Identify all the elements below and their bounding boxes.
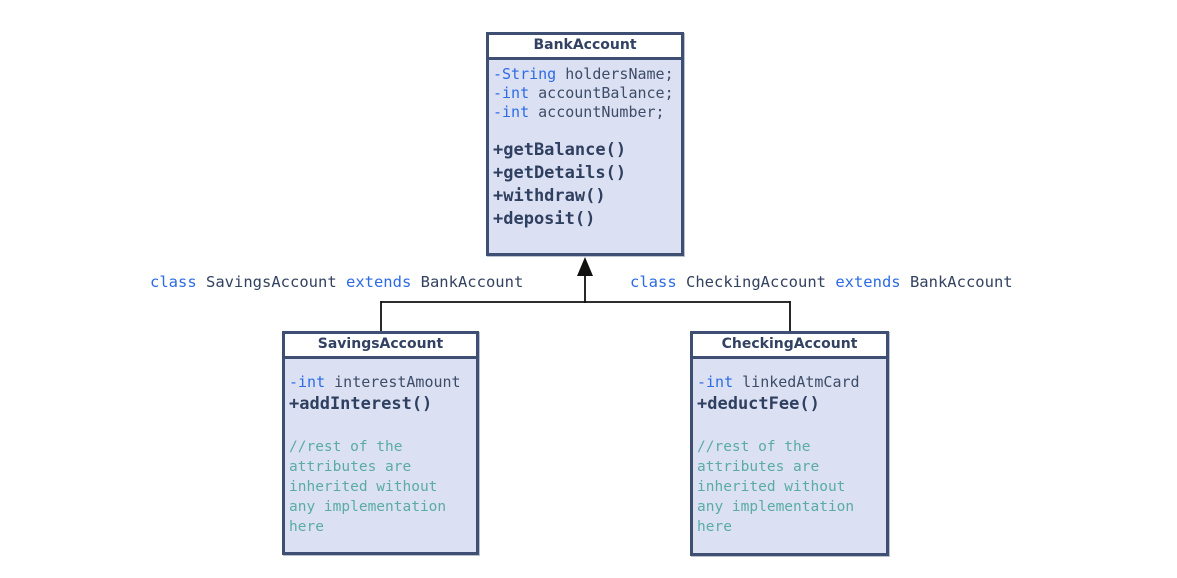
method-line: +getBalance() — [493, 140, 627, 160]
comment-line: any implementation — [697, 499, 855, 515]
comment-line: any implementation — [289, 499, 447, 515]
comment-line: inherited without — [697, 479, 846, 495]
comment-line: here — [289, 519, 324, 535]
code-annotation-checking: class CheckingAccount extends BankAccoun… — [630, 273, 1013, 291]
attribute-section: -String holdersName; -int accountBalance… — [493, 65, 677, 122]
method-line: +deposit() — [493, 209, 596, 229]
code-annotation-savings: class SavingsAccount extends BankAccount — [150, 273, 523, 291]
type-keyword: -int — [289, 373, 326, 391]
annotation-class-name: CheckingAccount — [686, 273, 836, 291]
comment-line: inherited without — [289, 479, 438, 495]
keyword-extends: extends — [835, 273, 910, 291]
annotation-class-name: SavingsAccount — [206, 273, 346, 291]
attribute-section: -int linkedAtmCard +deductFee() — [697, 373, 882, 416]
inheritance-arrowhead — [577, 257, 593, 276]
method-line: +withdraw() — [493, 186, 606, 206]
class-title-checkingaccount: CheckingAccount — [693, 334, 886, 359]
attribute-text: linkedAtmCard — [733, 373, 860, 391]
comment-line: //rest of the — [697, 439, 811, 455]
comment-line: attributes are — [289, 459, 412, 475]
keyword-extends: extends — [345, 273, 421, 291]
annotation-base-name: BankAccount — [420, 273, 524, 291]
comment-line: //rest of the — [289, 439, 403, 455]
attribute-line: -int linkedAtmCard — [697, 373, 882, 392]
attribute-line: -int accountBalance; — [493, 84, 677, 103]
attribute-line: -int interestAmount — [289, 373, 472, 392]
class-title-savingsaccount: SavingsAccount — [285, 334, 476, 359]
method-line: +getDetails() — [493, 163, 627, 183]
attribute-text: accountNumber; — [529, 103, 665, 121]
class-box-bankaccount: BankAccount -String holdersName; -int ac… — [486, 32, 684, 256]
type-keyword: -int — [493, 103, 530, 121]
class-body-bankaccount: -String holdersName; -int accountBalance… — [489, 60, 681, 233]
attribute-section: -int interestAmount +addInterest() — [289, 373, 472, 416]
attribute-text: accountBalance; — [529, 84, 674, 102]
class-title-bankaccount: BankAccount — [489, 35, 681, 60]
method-section: +getBalance() +getDetails() +withdraw() … — [493, 139, 677, 231]
class-box-savingsaccount: SavingsAccount -int interestAmount +addI… — [282, 331, 479, 555]
comment-section: //rest of the attributes are inherited w… — [697, 437, 882, 537]
attribute-line: -int accountNumber; — [493, 103, 677, 122]
attribute-text: interestAmount — [325, 373, 461, 391]
attribute-line: -String holdersName; — [493, 65, 677, 84]
comment-line: attributes are — [697, 459, 820, 475]
type-keyword: -int — [697, 373, 734, 391]
attribute-text: holdersName; — [556, 65, 674, 83]
comment-section: //rest of the attributes are inherited w… — [289, 437, 472, 537]
keyword-class: class — [630, 273, 686, 291]
method-line: +addInterest() — [289, 394, 433, 414]
class-body-checkingaccount: -int linkedAtmCard +deductFee() //rest o… — [693, 359, 886, 539]
type-keyword: -int — [493, 84, 530, 102]
type-keyword: -String — [493, 65, 557, 83]
class-box-checkingaccount: CheckingAccount -int linkedAtmCard +dedu… — [690, 331, 889, 556]
keyword-class: class — [150, 273, 206, 291]
annotation-base-name: BankAccount — [909, 273, 1013, 291]
comment-line: here — [697, 519, 732, 535]
class-body-savingsaccount: -int interestAmount +addInterest() //res… — [285, 359, 476, 539]
method-line: +deductFee() — [697, 394, 820, 414]
